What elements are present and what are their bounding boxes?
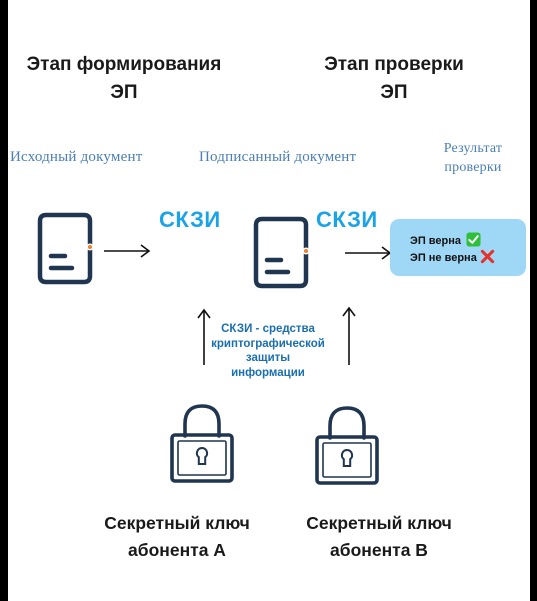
secret-key-a-line1: Секретный ключ: [104, 513, 250, 533]
secret-key-b-label: Секретный ключ абонента В: [279, 510, 479, 564]
caption-line3: защиты: [245, 352, 291, 364]
caption-line4: информации: [231, 366, 305, 379]
result-invalid-label: ЭП не верна: [410, 252, 477, 264]
caption-line2: криптографической: [211, 337, 325, 350]
stage-formation-line2: ЭП: [110, 82, 138, 103]
arrow-up-icon: [342, 306, 356, 365]
stage-formation-title: Этап формирования ЭП: [14, 51, 234, 107]
check-icon: [466, 232, 481, 247]
stage-verification-line2: ЭП: [380, 82, 408, 103]
result-title: Результат проверки: [428, 139, 518, 177]
verification-result-box: ЭП верна ЭП не верна: [390, 219, 526, 276]
result-valid-row: ЭП верна: [410, 232, 481, 247]
document-icon: [37, 212, 94, 285]
stage-verification-line1: Этап проверки: [324, 54, 464, 75]
result-invalid-row: ЭП не верна: [410, 249, 495, 264]
skzi-definition-caption: СКЗИ - средства криптографической защиты…: [198, 322, 338, 380]
signed-document-label: Подписанный документ: [199, 149, 357, 165]
skzi-label-formation: СКЗИ: [159, 207, 221, 232]
secret-key-b-line1: Секретный ключ: [306, 513, 452, 533]
result-valid-label: ЭП верна: [410, 235, 462, 247]
arrow-right-icon: [345, 246, 392, 260]
result-title-line2: проверки: [444, 160, 502, 175]
stage-formation-line1: Этап формирования: [26, 54, 222, 75]
source-document-label: Исходный документ: [10, 149, 143, 165]
result-title-line1: Результат: [443, 141, 503, 156]
cross-icon: [480, 249, 495, 264]
stage-verification-title: Этап проверки ЭП: [309, 51, 479, 107]
caption-line1: СКЗИ - средства: [221, 323, 315, 335]
arrow-right-icon: [104, 244, 151, 258]
lock-icon: [315, 406, 379, 485]
document-icon: [253, 216, 310, 289]
skzi-label-verification: СКЗИ: [316, 207, 378, 232]
diagram-canvas: Этап формирования ЭП Этап проверки ЭП Ис…: [8, 0, 530, 601]
secret-key-a-label: Секретный ключ абонента А: [77, 510, 277, 564]
lock-icon: [170, 404, 234, 483]
arrow-up-icon: [197, 308, 211, 365]
secret-key-a-line2: абонента А: [128, 540, 226, 560]
secret-key-b-line2: абонента В: [330, 540, 428, 560]
